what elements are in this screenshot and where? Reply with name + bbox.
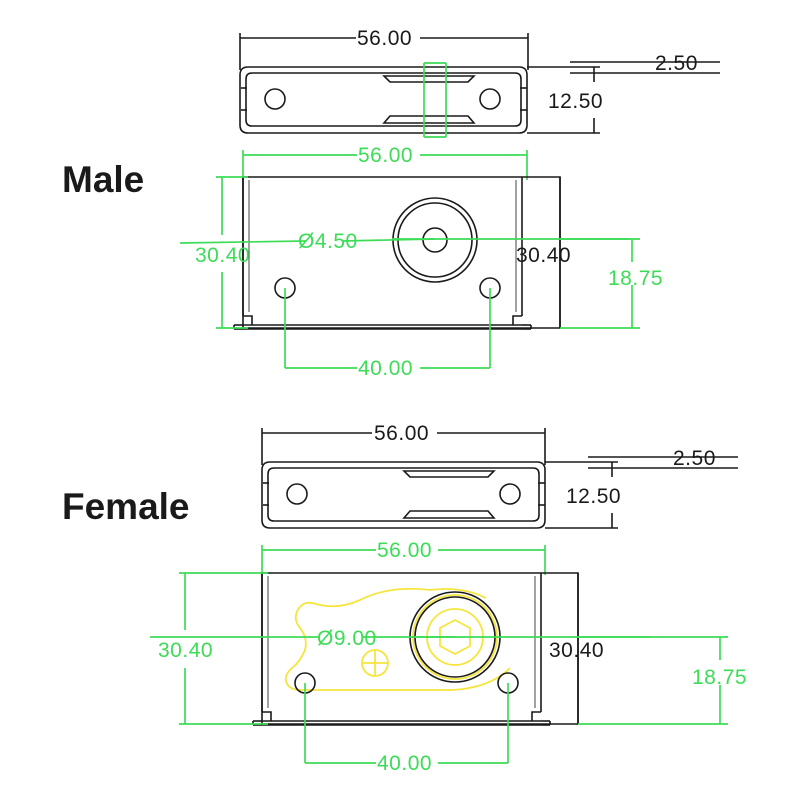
male-top-hole-right: [479, 88, 501, 110]
female-front-dim-18-75: 18.75: [578, 636, 747, 725]
female-top-dim-12-50: 12.50: [545, 461, 621, 529]
female-top-thickness-label: 2.50: [673, 447, 716, 470]
male-front-leader-line-a: [179, 240, 307, 244]
male-top-height-label: 12.50: [548, 90, 603, 113]
male-top-lower-chamfer: [382, 115, 476, 124]
male-part-label: Male: [62, 159, 144, 200]
male-top-thickness-label: 2.50: [655, 52, 698, 75]
female-top-lower-chamfer: [402, 510, 496, 519]
female-front-dim-30-40-left: 30.40: [158, 572, 268, 725]
male-front-width-label: 56.00: [358, 144, 413, 167]
male-front-dim-30-40-left: 30.40: [195, 176, 250, 329]
male-top-view: 56.00 12.50: [239, 27, 720, 138]
male-top-dim-12-50: 12.50: [527, 66, 603, 134]
male-front-height-left-label: 30.40: [195, 244, 250, 267]
male-front-dim-18-75: 18.75: [560, 238, 663, 329]
male-top-upper-chamfer: [382, 75, 476, 83]
female-front-dim-56: 56.00: [261, 539, 546, 575]
male-front-center-hole-dia-label: Ø4.50: [298, 230, 358, 253]
female-top-outer-body: [261, 461, 546, 529]
female-front-hex-socket: [439, 618, 471, 656]
female-front-cam-profile-upper: [429, 588, 487, 599]
female-top-inner-body: [267, 467, 540, 522]
male-front-left-notch: [243, 315, 253, 325]
female-top-height-label: 12.50: [566, 485, 621, 508]
female-front-crosshair-marker: [361, 649, 389, 677]
female-front-right-notch: [531, 711, 541, 721]
male-front-offset-label: 18.75: [608, 267, 663, 290]
female-front-hole-spacing-label: 40.00: [377, 752, 432, 775]
female-top-hole-left: [286, 483, 308, 505]
female-top-dim-2-50: 2.50: [588, 447, 738, 470]
male-front-view: 56.00 Ø4.50: [179, 144, 663, 380]
female-front-bore-dia-label: Ø9.00: [317, 627, 377, 650]
female-front-offset-label: 18.75: [692, 666, 747, 689]
male-top-hole-left: [264, 88, 286, 110]
male-front-leader-line-b: [342, 238, 436, 242]
male-top-dim-56: 56.00: [239, 27, 529, 70]
male-front-dim-40: 40.00: [284, 288, 491, 380]
female-front-body-outline: [261, 572, 579, 725]
male-top-dim-2-50: 2.50: [570, 52, 720, 75]
female-front-height-left-label: 30.40: [158, 639, 213, 662]
female-top-view: 56.00 12.50 2.50: [261, 422, 738, 529]
female-front-height-right-label: 30.40: [549, 639, 604, 662]
female-front-view: 56.00: [150, 539, 747, 775]
female-front-width-label: 56.00: [377, 539, 432, 562]
male-top-length-label: 56.00: [357, 27, 412, 50]
female-top-hole-right: [499, 483, 521, 505]
male-front-body-outline: [242, 176, 561, 329]
female-top-dim-56: 56.00: [261, 422, 546, 465]
male-front-height-right-label: 30.40: [516, 244, 571, 267]
male-front-right-notch: [512, 315, 522, 325]
female-part-label: Female: [62, 486, 190, 527]
female-top-length-label: 56.00: [374, 422, 429, 445]
female-front-cam-profile: [284, 587, 511, 691]
female-front-dim-40: 40.00: [304, 683, 509, 775]
male-front-hole-spacing-label: 40.00: [358, 357, 413, 380]
female-top-upper-chamfer: [402, 470, 496, 478]
male-top-outer-body: [239, 66, 528, 134]
male-front-dim-56: 56.00: [242, 144, 528, 180]
female-front-left-notch: [262, 711, 272, 721]
male-top-inner-body: [245, 72, 522, 127]
